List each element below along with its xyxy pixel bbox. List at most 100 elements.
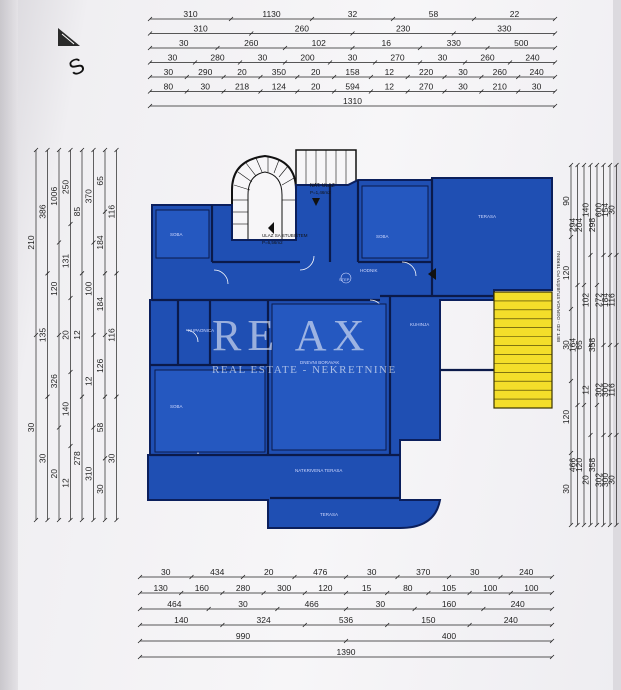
bottom-dimension-tick: [137, 574, 143, 580]
bottom-dimension-value: 280: [236, 583, 250, 593]
right-dimension-tick: [568, 234, 574, 240]
right-dimension-tick: [581, 522, 587, 528]
top-dimension-value: 30: [458, 82, 468, 92]
right-dimension-value: 302: [594, 473, 604, 487]
top-dimension-tick: [327, 60, 333, 65]
top-dimension-tick: [479, 74, 484, 80]
right-dimension-value: 30: [561, 340, 571, 350]
bottom-dimension-value: 30: [367, 567, 377, 577]
left-dimension-value: 116: [107, 328, 117, 342]
top-dimension-value: 290: [198, 67, 212, 77]
right-dimension-lines: 9012030120302941644662046512014010212202…: [561, 162, 619, 528]
bottom-dimension-tick: [508, 590, 514, 596]
bottom-dimension-value: 240: [504, 615, 518, 625]
right-dimension-tick: [588, 162, 593, 168]
top-dimension-value: 12: [385, 82, 395, 92]
top-dimension-tick: [485, 45, 490, 51]
bedroom-nw: [155, 209, 210, 259]
left-dimension-value: 278: [72, 451, 82, 465]
right-dimension-value: 120: [574, 458, 584, 472]
left-dimension-value: 326: [49, 374, 59, 388]
left-dimension-tick: [91, 425, 96, 430]
right-dimension-value: 20: [581, 475, 591, 485]
right-dimension-tick: [581, 402, 587, 408]
bottom-dimension-tick: [220, 590, 225, 596]
left-dimension-tick: [45, 271, 50, 276]
bottom-dimension-tick: [384, 622, 390, 628]
top-dimension-tick: [368, 74, 374, 80]
top-dimension-tick: [507, 60, 513, 65]
right-dimension-tick: [614, 162, 619, 168]
top-dimension-value: 330: [447, 38, 461, 48]
top-dimension-tick: [442, 74, 447, 80]
bottom-dimension-tick: [481, 606, 486, 612]
left-dimension-value: 120: [49, 281, 59, 295]
left-dimension-value: 386: [38, 204, 48, 218]
bottom-dimension-value: 15: [362, 583, 372, 593]
bottom-dimension-tick: [498, 574, 503, 580]
right-dimension-tick: [594, 522, 600, 528]
bottom-dimension-value: 1390: [337, 647, 356, 657]
right-dimension-tick: [568, 162, 574, 168]
right-dimension-value: 358: [587, 338, 597, 352]
top-dimension-tick: [258, 89, 263, 94]
bottom-dimension-value: 100: [524, 583, 538, 593]
right-dimension-value: 466: [568, 458, 578, 472]
top-dimension-tick: [417, 60, 423, 65]
right-dimension-tick: [594, 162, 600, 168]
right-dimension-tick: [588, 342, 593, 348]
left-dimension-value: 65: [95, 176, 105, 186]
bottom-dimension-value: 30: [470, 567, 480, 577]
bottom-dimension-tick: [549, 606, 555, 612]
top-dimension-tick: [405, 89, 411, 94]
bottom-dimension-tick: [220, 622, 225, 628]
bottom-dimension-tick: [343, 638, 349, 644]
bottom-dimension-value: 400: [442, 631, 456, 641]
top-dimension-tick: [309, 16, 315, 22]
side-entry-arrow-icon: [428, 268, 436, 280]
bottom-dimension-tick: [384, 590, 390, 596]
bottom-dimension-value: 240: [519, 567, 533, 577]
right-dimension-tick: [588, 432, 593, 438]
top-dimension-tick: [294, 74, 300, 80]
bottom-dimension-value: 160: [442, 599, 456, 609]
top-dimension-value: 260: [493, 67, 507, 77]
top-dimension-value: 20: [237, 67, 247, 77]
right-dimension-tick: [568, 522, 574, 528]
top-dimension-value: 102: [312, 38, 326, 48]
room-label: SOBA: [170, 232, 183, 237]
left-dimension-value: 58: [95, 423, 105, 433]
right-dimension-value: 600: [594, 203, 604, 217]
left-dimension-value: 30: [95, 484, 105, 494]
right-dimension-tick: [601, 342, 606, 348]
top-dimension-tick: [147, 16, 153, 22]
left-dimension-tick: [68, 517, 73, 523]
right-dimension-tick: [607, 432, 613, 438]
right-dimension-value: 154: [600, 203, 610, 217]
north-mark: S: [58, 28, 88, 81]
top-dimension-value: 260: [480, 53, 494, 63]
right-dimension-tick: [607, 342, 613, 348]
left-dimension-value: 184: [95, 297, 105, 311]
left-dimension-tick: [56, 147, 62, 153]
bottom-dimension-tick: [343, 606, 349, 612]
right-dimension-tick: [575, 402, 580, 408]
left-dimension-value: 135: [38, 328, 48, 342]
top-dimension-value: 240: [525, 53, 539, 63]
right-dimension-tick: [601, 252, 606, 258]
bottom-dimension-value: 990: [236, 631, 250, 641]
top-dimension-value: 310: [194, 24, 208, 34]
bottom-dimension-tick: [343, 590, 349, 596]
top-dimension-value: 260: [295, 24, 309, 34]
left-dimension-tick: [33, 147, 39, 153]
left-dimension-lines: 2103038613530100612032620250131201401285…: [26, 147, 119, 523]
room-label: KUPAONICA: [188, 328, 214, 333]
right-dimension-tick: [614, 522, 619, 528]
top-dimension-tick: [552, 60, 558, 65]
stair-entry-arrow-icon: [268, 222, 274, 234]
top-dimension-tick: [147, 103, 153, 109]
left-dimension-tick: [91, 147, 96, 153]
left-dimension-tick: [102, 517, 108, 523]
right-dimension-tick: [601, 432, 606, 438]
